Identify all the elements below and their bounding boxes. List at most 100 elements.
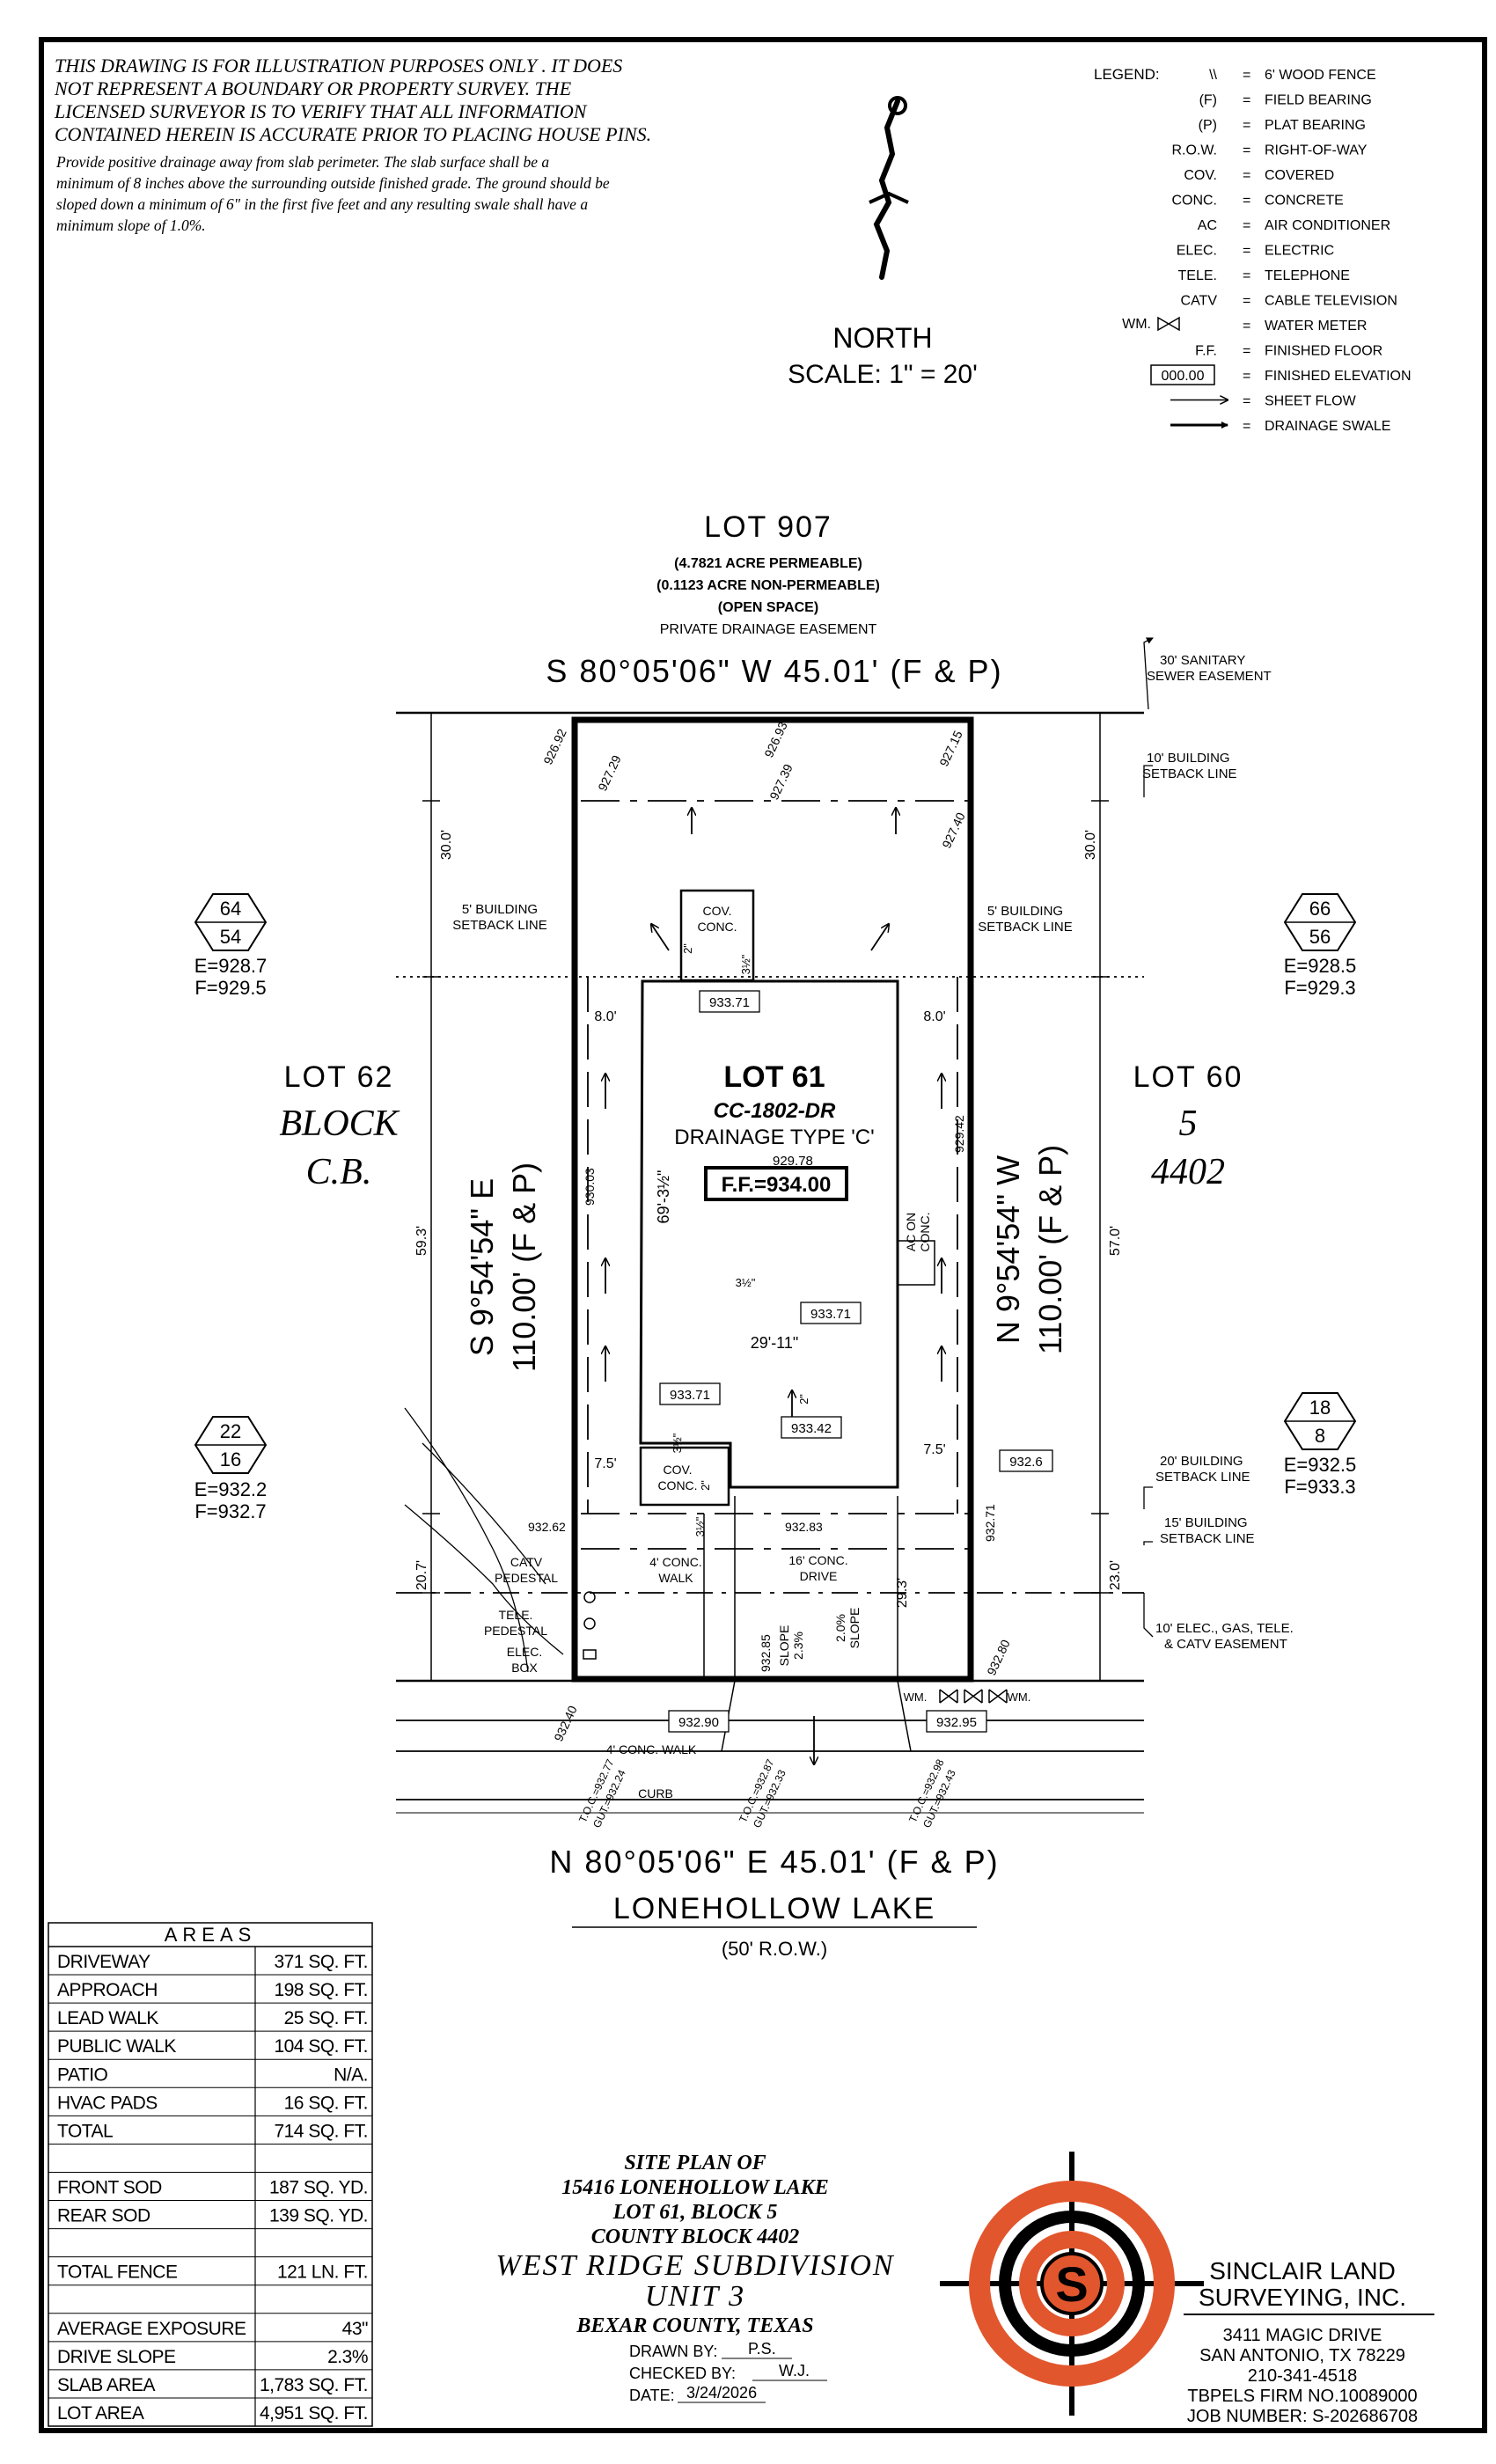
county-name: BEXAR COUNTY, TEXAS xyxy=(576,2314,813,2337)
tele-label: PEDESTAL xyxy=(484,1624,547,1638)
areas-value: 139 SQ. YD. xyxy=(269,2206,368,2226)
dim-depth-right: 57.0' xyxy=(1108,1226,1123,1256)
legend-equals: = xyxy=(1243,194,1250,209)
areas-label: SLAB AREA xyxy=(57,2375,156,2395)
legend-symbol: R.O.W. xyxy=(1171,143,1217,158)
areas-value: 43" xyxy=(342,2319,368,2339)
company-logo: S xyxy=(940,2152,1204,2416)
legend-equals: = xyxy=(1243,68,1250,83)
legend-equals: = xyxy=(1243,294,1250,309)
legend-row: WM.=WATER METER xyxy=(1122,316,1367,334)
legend-title: LEGEND: xyxy=(1094,66,1160,83)
legend-desc: FINISHED ELEVATION xyxy=(1265,369,1412,384)
legend-desc: RIGHT-OF-WAY xyxy=(1265,143,1368,158)
house-footprint xyxy=(639,889,935,1507)
legend-equals: = xyxy=(1243,244,1250,259)
wm-right-label: WM. xyxy=(1008,1690,1031,1704)
areas-value: 4,951 SQ. FT. xyxy=(260,2403,368,2424)
block-right: 5 xyxy=(1179,1104,1198,1144)
street-row: (50' R.O.W.) xyxy=(722,1938,827,1960)
dim-front-left: 20.7' xyxy=(414,1560,429,1590)
bearing-left-2: 110.00' (F & P) xyxy=(506,1162,542,1372)
ac-label: CONC. xyxy=(918,1212,932,1251)
dim-2-b: 2" xyxy=(797,1394,810,1404)
boxed-elevation: 933.71 xyxy=(709,995,750,1010)
hardscape xyxy=(396,1496,1144,1814)
spot-elevation: 932.71 xyxy=(983,1504,997,1542)
boxed-elevation: 933.42 xyxy=(791,1421,832,1436)
spot-elevation: 926.93 xyxy=(761,720,790,760)
legend-row: 000.00=FINISHED ELEVATION xyxy=(1150,364,1412,385)
title-line: LOT 61, BLOCK 5 xyxy=(612,2201,778,2224)
neighbor-elevation: F=933.3 xyxy=(1284,1476,1355,1498)
finished-floor-label: F.F.=934.00 xyxy=(722,1173,832,1197)
boxed-elevation: 932.6 xyxy=(1009,1455,1043,1470)
sheet-border xyxy=(39,37,1487,2433)
feature-labels: COV. CONC. COV. CONC. AC ON CONC. CATV P… xyxy=(484,904,1030,1800)
side-setback-right-label: 5' BUILDING xyxy=(987,904,1063,919)
company-address: SAN ANTONIO, TX 78229 xyxy=(1199,2346,1405,2365)
legend-desc: CABLE TELEVISION xyxy=(1265,294,1397,309)
scale-label: SCALE: 1" = 20' xyxy=(788,360,978,389)
hex-value: 64 xyxy=(220,898,241,920)
dim-drive-len: 29.3' xyxy=(895,1578,910,1608)
disclaimer-line: CONTAINED HEREIN IS ACCURATE PRIOR TO PL… xyxy=(55,123,651,145)
cov-rear-label: CONC. xyxy=(697,920,737,934)
areas-value: 1,783 SQ. FT. xyxy=(260,2375,368,2395)
dim-front-right: 23.0' xyxy=(1108,1560,1123,1590)
neighbor-elevation: E=928.5 xyxy=(1284,955,1357,977)
areas-label: APPROACH xyxy=(57,1980,158,2000)
catv-pedestal-icon xyxy=(583,1591,596,1603)
sheet-flow-arrows xyxy=(605,808,942,1764)
legend-symbol: 000.00 xyxy=(1162,369,1205,384)
walk-label: 4' CONC. xyxy=(649,1555,701,1569)
spot-elevation: 932.83 xyxy=(785,1520,823,1534)
curb-label: CURB xyxy=(638,1786,673,1800)
dim-step-d: 3½" xyxy=(693,1516,707,1536)
spot-elevation: 930.03 xyxy=(583,1168,597,1206)
legend-symbol: (P) xyxy=(1199,118,1217,133)
areas-label: FRONT SOD xyxy=(57,2178,162,2198)
legend-desc: FIELD BEARING xyxy=(1265,93,1372,108)
water-meter-icon xyxy=(1157,316,1180,332)
cov-front-label: CONC. xyxy=(657,1478,697,1492)
dim-side-right-75: 7.5' xyxy=(923,1442,945,1457)
wm-left-label: WM. xyxy=(904,1690,928,1704)
neighbor-elevation: E=928.7 xyxy=(194,955,268,977)
legend-row: (F)=FIELD BEARING xyxy=(1199,93,1372,108)
public-walk-label: 4' CONC. WALK xyxy=(606,1742,697,1756)
drawn-label: DRAWN BY: xyxy=(629,2343,717,2360)
legend-desc: SHEET FLOW xyxy=(1265,394,1357,409)
lot-left: LOT 62 xyxy=(284,1060,394,1094)
side-setback-left-label: 5' BUILDING xyxy=(462,902,538,917)
subdivision-name: WEST RIDGE SUBDIVISION xyxy=(495,2249,895,2282)
areas-value: 2.3% xyxy=(327,2347,368,2367)
drainage-note-line: Provide positive drainage away from slab… xyxy=(55,153,549,171)
spot-elevation: 932.85 xyxy=(759,1634,773,1672)
legend-symbol: CONC. xyxy=(1171,194,1217,209)
legend-desc: 6' WOOD FENCE xyxy=(1265,68,1376,83)
front-setback-20-label: 20' BUILDING xyxy=(1160,1454,1243,1469)
legend-row: =SHEET FLOW xyxy=(1170,394,1357,409)
dim-step-c: 3½" xyxy=(671,1433,684,1453)
property-boundary xyxy=(396,711,1144,1683)
cov-front-label: COV. xyxy=(664,1463,693,1477)
hex-value: 54 xyxy=(220,926,241,948)
legend-desc: PLAT BEARING xyxy=(1265,118,1366,133)
legend-row: R.O.W.=RIGHT-OF-WAY xyxy=(1171,143,1367,158)
spot-elevation: 932.62 xyxy=(528,1520,566,1534)
rear-lot-line: PRIVATE DRAINAGE EASEMENT xyxy=(660,622,877,637)
catv-label: CATV xyxy=(510,1555,543,1569)
sanitary-easement-label: SEWER EASEMENT xyxy=(1147,669,1272,684)
checked-label: CHECKED BY: xyxy=(629,2365,736,2382)
front-setback-20-label: SETBACK LINE xyxy=(1155,1470,1250,1485)
legend-row: CATV=CABLE TELEVISION xyxy=(1181,294,1397,309)
legend: LEGEND: \\=6' WOOD FENCE(F)=FIELD BEARIN… xyxy=(1094,66,1412,434)
tele-pedestal-icon xyxy=(583,1617,596,1630)
legend-row: AC=AIR CONDITIONER xyxy=(1198,218,1390,233)
legend-symbol: AC xyxy=(1198,218,1217,233)
areas-label: DRIVE SLOPE xyxy=(57,2347,176,2367)
